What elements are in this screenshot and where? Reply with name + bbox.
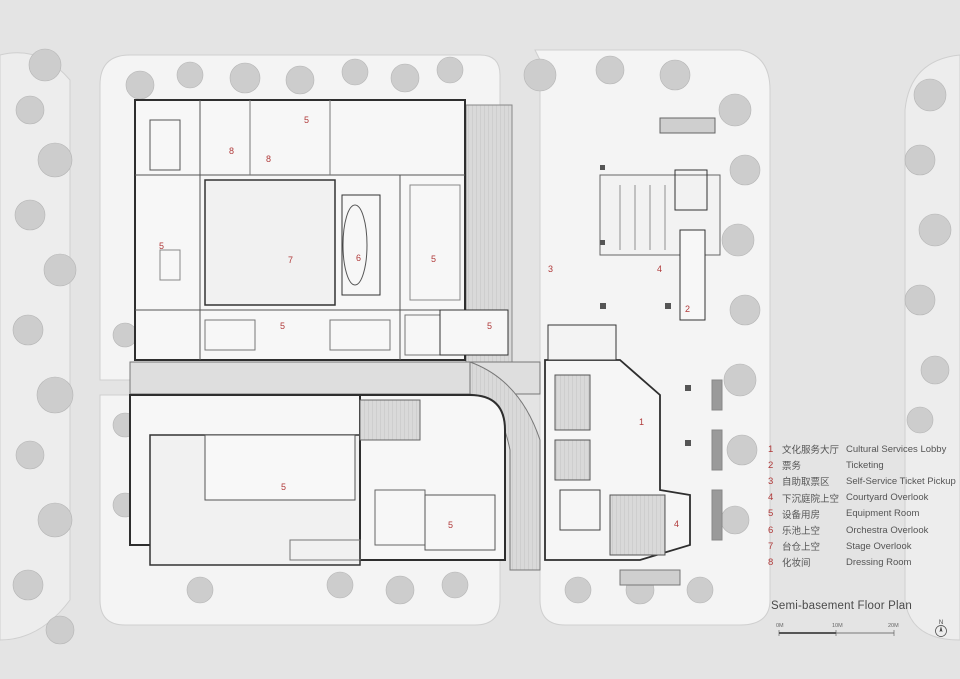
legend-number: 7 — [768, 540, 774, 552]
legend-item: 6 乐池上空 Orchestra Overlook — [768, 522, 958, 538]
stage-area — [204, 179, 336, 306]
legend-english: Dressing Room — [846, 556, 912, 568]
legend-english: Courtyard Overlook — [846, 492, 929, 504]
legend-number: 6 — [768, 524, 774, 536]
legend-item: 7 台仓上空 Stage Overlook — [768, 538, 958, 554]
legend-chinese: 乐池上空 — [782, 526, 821, 538]
room-number-5a: 5 — [304, 115, 309, 125]
legend-item: 1 文化服务大厅 Cultural Services Lobby — [768, 441, 958, 457]
scale-bar: 0M 10M 20M — [776, 623, 946, 643]
west-green-strip — [0, 52, 71, 641]
scale-label-0: 0M — [776, 623, 784, 629]
legend-item: 2 票务 Ticketing — [768, 457, 958, 473]
room-number-5e: 5 — [487, 321, 492, 331]
legend-english: Self-Service Ticket Pickup — [846, 475, 956, 487]
north-label: N — [939, 620, 943, 626]
room-number-5f: 5 — [281, 482, 286, 492]
legend-number: 8 — [768, 556, 774, 568]
legend-number: 3 — [768, 475, 774, 487]
drawing-title: Semi-basement Floor Plan — [771, 600, 912, 612]
room-number-5g: 5 — [448, 520, 453, 530]
room-numbers: 1 2 3 4 4 5 5 5 5 5 5 5 6 7 8 8 — [159, 115, 690, 530]
room-number-3: 3 — [548, 264, 553, 274]
legend-chinese: 设备用房 — [782, 509, 821, 521]
legend-english: Stage Overlook — [846, 540, 912, 552]
legend-chinese: 票务 — [782, 461, 802, 473]
room-number-7: 7 — [288, 255, 293, 265]
theater-building — [134, 99, 509, 361]
scale-label-10: 10M — [832, 623, 843, 629]
southwest-building — [129, 394, 506, 566]
room-number-2: 2 — [685, 304, 690, 314]
legend-english: Cultural Services Lobby — [846, 443, 947, 455]
legend-item: 4 下沉庭院上空 Courtyard Overlook — [768, 490, 958, 506]
scale-bar-graphic — [778, 630, 895, 636]
legend-english: Orchestra Overlook — [846, 524, 929, 536]
east-lobby — [544, 117, 723, 586]
legend-item: 3 自助取票区 Self-Service Ticket Pickup — [768, 473, 958, 489]
legend-number: 1 — [768, 443, 774, 455]
legend-chinese: 下沉庭院上空 — [782, 493, 840, 505]
legend-english: Ticketing — [846, 459, 884, 471]
legend-chinese: 文化服务大厅 — [782, 445, 840, 457]
east-green-strip — [904, 54, 960, 641]
legend-item: 8 化妆间 Dressing Room — [768, 554, 958, 570]
room-number-4b: 4 — [674, 519, 679, 529]
room-number-1: 1 — [639, 417, 644, 427]
legend-chinese: 台仓上空 — [782, 542, 821, 554]
legend-number: 5 — [768, 508, 774, 520]
room-number-8b: 8 — [266, 154, 271, 164]
legend-item: 5 设备用房 Equipment Room — [768, 506, 958, 522]
legend-number: 2 — [768, 459, 774, 471]
legend-chinese: 自助取票区 — [782, 477, 830, 489]
room-number-5d: 5 — [280, 321, 285, 331]
legend: 1 文化服务大厅 Cultural Services Lobby 2 票务 Ti… — [768, 441, 958, 571]
room-number-5b: 5 — [159, 241, 164, 251]
legend-chinese: 化妆间 — [782, 558, 811, 570]
north-arrow-icon: N — [935, 620, 947, 637]
room-number-5c: 5 — [431, 254, 436, 264]
scale-label-20: 20M — [888, 623, 899, 629]
legend-number: 4 — [768, 492, 774, 504]
room-number-6: 6 — [356, 253, 361, 263]
room-number-4a: 4 — [657, 264, 662, 274]
room-number-8a: 8 — [229, 146, 234, 156]
legend-english: Equipment Room — [846, 508, 920, 520]
